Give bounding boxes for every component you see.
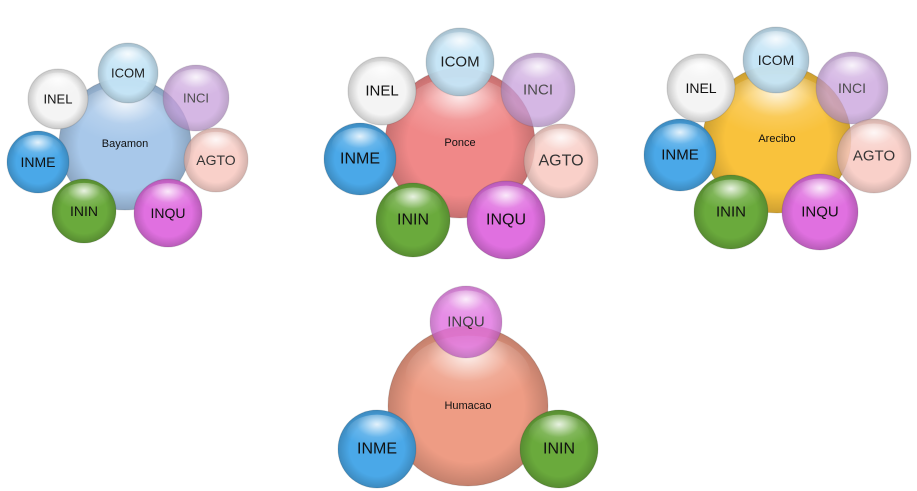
cluster-ponce: Ponce ICOM INEL INCI INME AGTO ININ INQU bbox=[323, 27, 599, 260]
cluster-humacao: Humacao INQU INME ININ bbox=[337, 285, 599, 489]
node-inqu-gloss bbox=[790, 178, 850, 217]
node-agto-gloss bbox=[845, 123, 903, 161]
center-node-bayamon-gloss bbox=[73, 85, 177, 152]
node-inel-label: INEL bbox=[365, 83, 398, 100]
node-inqu-label: INQU bbox=[486, 212, 526, 229]
node-inin-gloss bbox=[384, 187, 442, 225]
node-inin-label: ININ bbox=[716, 204, 746, 221]
node-inci-gloss bbox=[170, 68, 222, 102]
node-inme-gloss bbox=[651, 123, 709, 160]
node-inin-gloss bbox=[59, 182, 109, 215]
node-agto: AGTO bbox=[183, 127, 249, 193]
node-inel: INEL bbox=[347, 56, 417, 126]
node-inme: INME bbox=[337, 409, 417, 489]
node-inme: INME bbox=[643, 118, 717, 192]
node-icom-label: ICOM bbox=[758, 52, 795, 68]
node-inel-label: INEL bbox=[685, 80, 716, 96]
node-inqu: INQU bbox=[466, 180, 546, 260]
node-agto: AGTO bbox=[523, 123, 599, 199]
center-node-ponce-label: Ponce bbox=[444, 137, 475, 149]
node-icom: ICOM bbox=[742, 26, 810, 94]
node-inel: INEL bbox=[27, 68, 89, 130]
node-inci-gloss bbox=[509, 57, 567, 95]
node-inel-gloss bbox=[34, 72, 82, 103]
node-inin-label: ININ bbox=[543, 441, 575, 458]
node-inci: INCI bbox=[162, 64, 230, 132]
node-inin: ININ bbox=[693, 174, 769, 250]
node-icom-label: ICOM bbox=[111, 66, 145, 81]
node-icom-gloss bbox=[750, 30, 802, 64]
node-inme-gloss bbox=[13, 134, 63, 166]
node-inqu-label: INQU bbox=[151, 205, 186, 221]
node-agto-label: AGTO bbox=[196, 152, 236, 168]
center-node-arecibo-gloss bbox=[719, 73, 835, 148]
node-inci-label: INCI bbox=[523, 82, 553, 99]
node-inel-gloss bbox=[674, 58, 728, 93]
node-inqu: INQU bbox=[133, 178, 203, 248]
node-inme-label: INME bbox=[357, 441, 397, 458]
node-inin: ININ bbox=[51, 178, 117, 244]
center-node-bayamon: Bayamon bbox=[58, 77, 192, 211]
node-inqu-label: INQU bbox=[801, 204, 839, 221]
node-inme: INME bbox=[323, 122, 397, 196]
node-inin: ININ bbox=[519, 409, 599, 489]
node-inel: INEL bbox=[666, 53, 736, 123]
node-agto-label: AGTO bbox=[538, 153, 583, 170]
node-inci: INCI bbox=[815, 51, 889, 125]
node-inqu-gloss bbox=[141, 183, 195, 218]
node-inci-label: INCI bbox=[838, 80, 866, 96]
node-agto-gloss bbox=[191, 131, 241, 164]
node-inin-gloss bbox=[702, 179, 760, 217]
node-agto-label: AGTO bbox=[853, 148, 895, 165]
node-inqu-gloss bbox=[475, 185, 537, 225]
node-inme-label: INME bbox=[340, 151, 380, 168]
node-inci-gloss bbox=[823, 56, 881, 93]
node-inme-gloss bbox=[346, 414, 408, 454]
center-node-humacao-gloss bbox=[405, 335, 531, 416]
node-icom: ICOM bbox=[97, 42, 159, 104]
center-node-bayamon-label: Bayamon bbox=[102, 138, 148, 150]
center-node-humacao-label: Humacao bbox=[444, 400, 491, 412]
node-inin: ININ bbox=[375, 182, 451, 258]
node-inqu: INQU bbox=[429, 285, 503, 359]
node-inel-label: INEL bbox=[44, 92, 73, 107]
cluster-arecibo: Arecibo ICOM INEL INCI INME AGTO ININ INQU bbox=[643, 26, 912, 251]
node-inin-label: ININ bbox=[70, 203, 98, 219]
node-inel-gloss bbox=[355, 61, 409, 96]
node-inin-label: ININ bbox=[397, 212, 429, 229]
node-inci-label: INCI bbox=[183, 91, 209, 106]
node-icom: ICOM bbox=[425, 27, 495, 97]
node-inqu: INQU bbox=[781, 173, 859, 251]
center-node-arecibo-label: Arecibo bbox=[758, 133, 795, 145]
cluster-bayamon: Bayamon ICOM INEL INCI INME AGTO ININ INQU bbox=[6, 42, 249, 248]
center-node-ponce-gloss bbox=[401, 77, 519, 152]
node-icom-gloss bbox=[104, 46, 152, 77]
node-inci: INCI bbox=[500, 52, 576, 128]
node-inme-label: INME bbox=[661, 147, 699, 164]
node-inme: INME bbox=[6, 130, 70, 194]
node-inme-label: INME bbox=[21, 154, 56, 170]
node-icom-label: ICOM bbox=[440, 54, 479, 71]
center-node-humacao: Humacao bbox=[387, 325, 549, 487]
node-inqu-label: INQU bbox=[447, 314, 485, 331]
node-inme-gloss bbox=[331, 127, 389, 164]
node-icom-gloss bbox=[433, 32, 487, 67]
node-agto: AGTO bbox=[836, 118, 912, 194]
node-inin-gloss bbox=[528, 414, 590, 454]
center-node-ponce: Ponce bbox=[384, 67, 536, 219]
node-inqu-gloss bbox=[437, 290, 495, 327]
node-agto-gloss bbox=[532, 128, 590, 166]
